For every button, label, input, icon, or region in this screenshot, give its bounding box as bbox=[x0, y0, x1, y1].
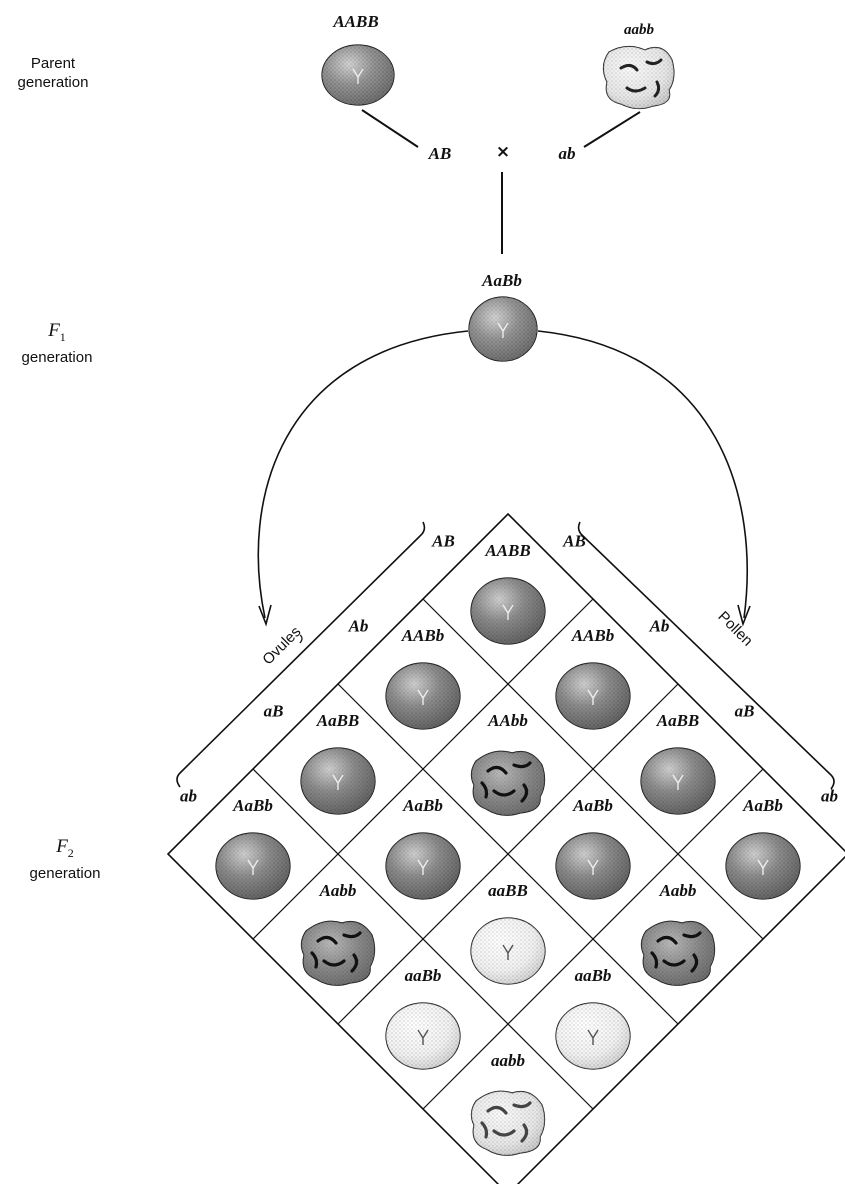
cell-genotype: aaBb bbox=[575, 966, 612, 985]
punnett-cell: AABb bbox=[385, 626, 461, 730]
ovule-gamete-label: Ab bbox=[348, 617, 369, 636]
cell-genotype: AaBB bbox=[316, 711, 360, 730]
parent-left-gamete: AB bbox=[428, 144, 452, 163]
gamete-labels: AB AB Ab Ab aB aB ab ab bbox=[180, 532, 838, 806]
seed-AaBb bbox=[725, 832, 801, 900]
arc-to-ovules bbox=[257, 330, 469, 619]
pollen-bracket bbox=[577, 521, 835, 790]
f1-symbol: F1 bbox=[48, 320, 66, 344]
f2-generation-label: F2 generation bbox=[20, 836, 110, 883]
punnett-cell: AaBB bbox=[640, 711, 716, 815]
seed-AABB bbox=[470, 577, 546, 645]
grid-line bbox=[422, 768, 764, 1110]
seed-AABb bbox=[385, 662, 461, 730]
pollen-gamete-label: Ab bbox=[649, 617, 670, 636]
punnett-cell: AaBB bbox=[300, 711, 376, 815]
punnett-cell: Aabb bbox=[640, 881, 716, 986]
cell-genotype: AABb bbox=[571, 626, 615, 645]
cell-genotype: AaBb bbox=[402, 796, 443, 815]
pollen-gamete-label: aB bbox=[735, 702, 755, 721]
punnett-cell: Aabb bbox=[300, 881, 376, 986]
seed-AAbb bbox=[470, 750, 546, 816]
punnett-cell: AABb bbox=[555, 626, 631, 730]
cell-genotype: aabb bbox=[491, 1051, 525, 1070]
cell-genotype: AaBb bbox=[742, 796, 783, 815]
punnett-cell: AAbb bbox=[470, 711, 546, 816]
parent-label-line1: Parent bbox=[30, 55, 76, 72]
punnett-cell: aaBB bbox=[470, 881, 546, 985]
seed-Aabb bbox=[300, 920, 376, 986]
punnett-cell: aabb bbox=[470, 1051, 546, 1156]
seed-AaBB bbox=[640, 747, 716, 815]
seed-Aabb bbox=[640, 920, 716, 986]
parent-right-seed bbox=[602, 45, 675, 110]
f1-generation-label: F1 generation bbox=[12, 320, 102, 367]
seed-aaBB bbox=[470, 917, 546, 985]
f1-genotype: AaBb bbox=[481, 271, 522, 290]
cell-genotype: AaBB bbox=[656, 711, 700, 730]
seed-aabb bbox=[470, 1090, 546, 1156]
cell-genotype: AaBb bbox=[232, 796, 273, 815]
parent-generation-label: Parent generation bbox=[8, 54, 98, 92]
cell-genotype: AABB bbox=[484, 541, 530, 560]
cell-genotype: aaBB bbox=[488, 881, 528, 900]
seed-AaBb bbox=[555, 832, 631, 900]
seed-aaBb bbox=[385, 1002, 461, 1070]
pollen-gamete-label: ab bbox=[821, 787, 838, 806]
seed-AABb bbox=[555, 662, 631, 730]
seed-AaBB bbox=[300, 747, 376, 815]
f2-symbol: F2 bbox=[56, 836, 74, 860]
cell-genotype: Aabb bbox=[319, 881, 357, 900]
arc-to-pollen bbox=[537, 330, 749, 619]
ovules-bracket bbox=[176, 521, 426, 788]
parent-right-genotype: aabb bbox=[624, 22, 655, 38]
punnett-cell: AaBb bbox=[555, 796, 631, 900]
punnett-cell: AaBb bbox=[725, 796, 801, 900]
cell-genotype: Aabb bbox=[659, 881, 697, 900]
pollen-gamete-label: AB bbox=[562, 532, 586, 551]
cell-genotype: aaBb bbox=[405, 966, 442, 985]
f1-seed bbox=[468, 296, 538, 362]
parent-right-gamete: ab bbox=[559, 144, 576, 163]
f2-label-word: generation bbox=[29, 864, 101, 882]
seed-aaBb bbox=[555, 1002, 631, 1070]
grid-line bbox=[337, 683, 679, 1025]
punnett-cell: AaBb bbox=[385, 796, 461, 900]
punnett-cell: aaBb bbox=[555, 966, 631, 1070]
ovule-gamete-label: AB bbox=[431, 532, 455, 551]
pollen-label: Pollen bbox=[714, 608, 756, 650]
ovule-gamete-label: ab bbox=[180, 787, 197, 806]
punnett-cell: aaBb bbox=[385, 966, 461, 1070]
punnett-cell: AaBb bbox=[215, 796, 291, 900]
cell-genotype: AaBb bbox=[572, 796, 613, 815]
parent-left-seed bbox=[321, 44, 395, 106]
grid-line bbox=[252, 768, 594, 1110]
ovules-label: Ovules bbox=[259, 623, 304, 668]
seed-AaBb bbox=[215, 832, 291, 900]
cross-symbol: × bbox=[496, 142, 510, 162]
square-outline bbox=[166, 512, 845, 1184]
cell-genotype: AABb bbox=[401, 626, 445, 645]
punnett-cell: AABB bbox=[470, 541, 546, 645]
cell-genotype: AAbb bbox=[487, 711, 528, 730]
ovule-gamete-label: aB bbox=[264, 702, 284, 721]
parent-left-genotype: AABB bbox=[332, 12, 378, 31]
f1-label-word: generation bbox=[21, 348, 93, 366]
parent-label-line2: generation bbox=[17, 74, 89, 91]
seed-AaBb bbox=[385, 832, 461, 900]
